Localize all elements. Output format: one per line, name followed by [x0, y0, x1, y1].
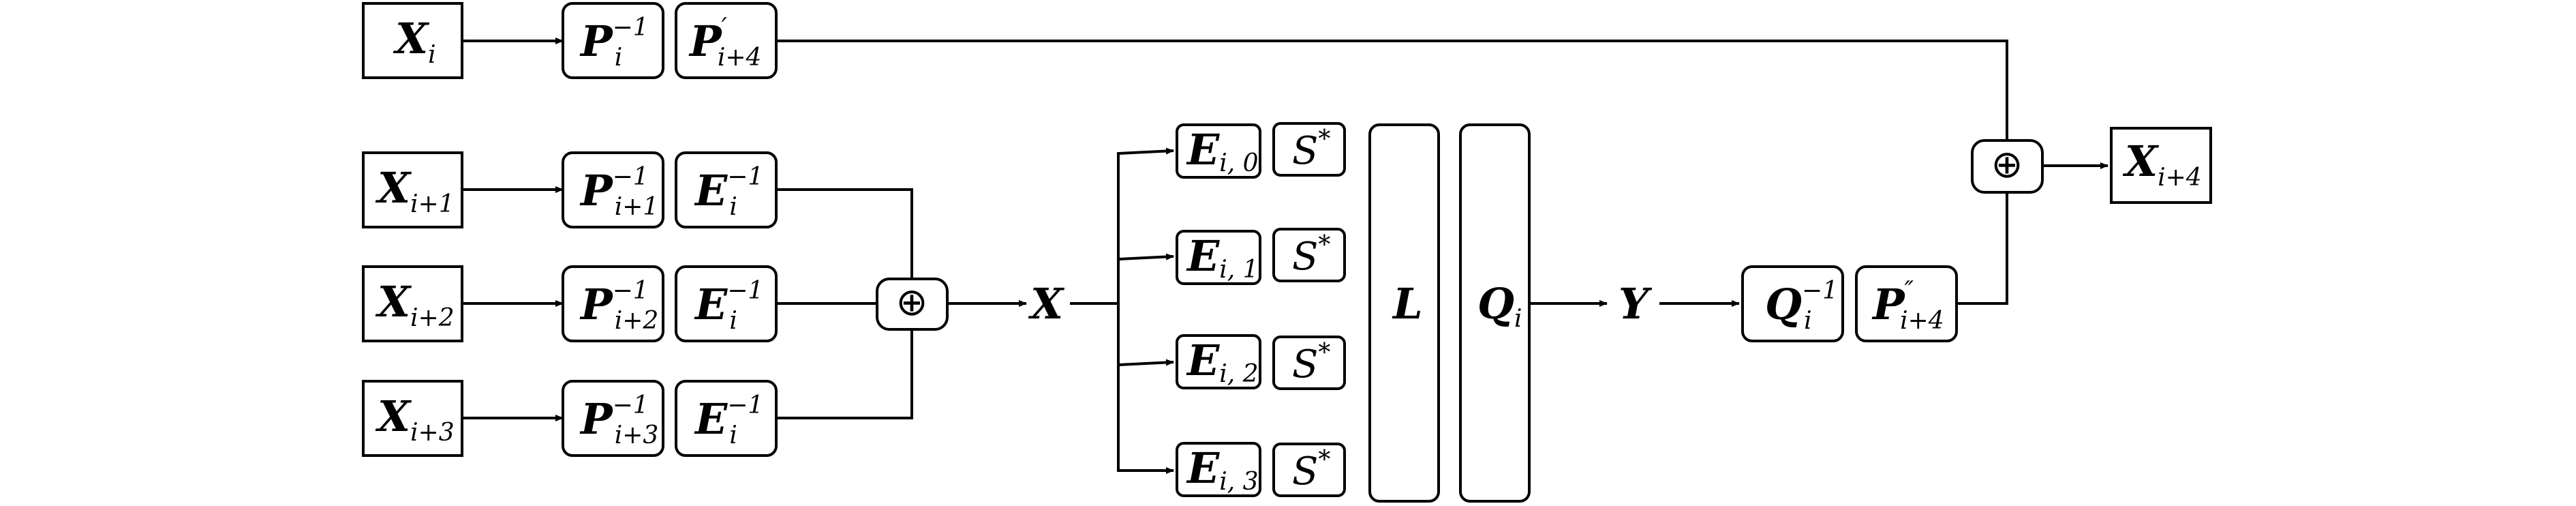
- svg-text:E−1i: E−1i: [694, 163, 763, 221]
- svg-text:S*: S*: [1292, 446, 1330, 494]
- mid-x-label: X: [1028, 279, 1065, 329]
- svg-text:P−1i+3: P−1i+3: [579, 391, 658, 449]
- svg-text:E−1i: E−1i: [694, 277, 763, 335]
- svg-text:S*: S*: [1292, 231, 1330, 279]
- xor-central: ⊕: [876, 278, 949, 331]
- e-box-3: Ei, 3: [1176, 442, 1261, 497]
- svg-text:P−1i+1: P−1i+1: [579, 163, 658, 221]
- s-box-1: S*: [1272, 228, 1346, 282]
- xor-symbol-output: ⊕: [1991, 143, 2023, 187]
- wire-e1-to-xor: [776, 188, 913, 279]
- svg-text:Xi: Xi: [393, 14, 436, 69]
- wire-fan-0: [1117, 147, 1174, 303]
- e-box-2: Ei, 2: [1176, 334, 1261, 389]
- wire-fan-3: [1117, 365, 1174, 474]
- xor-symbol-central: ⊕: [896, 280, 928, 325]
- wire-pdd-to-xor-out: [1957, 192, 2008, 305]
- s-box-3: S*: [1272, 443, 1346, 497]
- svg-text:Ei, 1: Ei, 1: [1186, 231, 1259, 284]
- l-box: L: [1368, 123, 1440, 503]
- input-box-xi1: Xi+1: [362, 151, 463, 228]
- output-box: Xi+4: [2110, 127, 2212, 204]
- y-label: Y: [1619, 279, 1653, 329]
- svg-text:Xi+2: Xi+2: [375, 277, 455, 332]
- e-box-column: Ei, 0 Ei, 1 Ei, 2 Ei, 3: [1176, 123, 1261, 497]
- svg-text:Ei, 2: Ei, 2: [1186, 336, 1259, 388]
- svg-text:Ei, 3: Ei, 3: [1186, 443, 1259, 496]
- svg-text:E−1i: E−1i: [694, 391, 763, 449]
- e-box-1: Ei, 1: [1176, 230, 1261, 285]
- svg-text:Qi: Qi: [1477, 279, 1522, 333]
- svg-text:Q−1i: Q−1i: [1765, 277, 1838, 335]
- p-double-prime-box: P″i+4: [1855, 265, 1958, 342]
- s-box-2: S*: [1272, 336, 1346, 390]
- svg-text:S*: S*: [1292, 125, 1330, 173]
- svg-text:Xi+1: Xi+1: [375, 163, 455, 218]
- q-box: Qi: [1459, 123, 1531, 503]
- svg-text:Ei, 0: Ei, 0: [1186, 125, 1259, 177]
- xor-output: ⊕: [1971, 139, 2044, 194]
- e-box-0: Ei, 0: [1176, 123, 1261, 179]
- svg-text:Xi+4: Xi+4: [2122, 136, 2202, 192]
- wire-e3-to-xor: [776, 329, 913, 419]
- svg-text:L: L: [1392, 279, 1423, 329]
- wire-fan-2: [1117, 303, 1174, 367]
- input-box-xi3: Xi+3: [362, 380, 463, 457]
- input-box-xi2: Xi+2: [362, 265, 463, 342]
- svg-text:Xi+3: Xi+3: [375, 391, 455, 447]
- svg-text:P−1i: P−1i: [579, 14, 649, 72]
- input-column: Xi Xi+1 Xi+2 Xi+3: [362, 2, 463, 457]
- svg-text:S*: S*: [1292, 339, 1330, 387]
- wire-top-to-xor-out: [776, 40, 2008, 140]
- wire-fan-1: [1118, 253, 1174, 261]
- svg-text:P′i+4: P′i+4: [688, 14, 761, 72]
- p-prime-box: P′i+4: [675, 2, 778, 79]
- input-box-xi: Xi: [362, 2, 463, 79]
- svg-text:P″i+4: P″i+4: [1871, 277, 1944, 335]
- wires: [462, 38, 2109, 474]
- svg-text:P−1i+2: P−1i+2: [579, 277, 658, 335]
- s-box-column: S* S* S* S*: [1272, 122, 1346, 497]
- s-box-0: S*: [1272, 122, 1346, 177]
